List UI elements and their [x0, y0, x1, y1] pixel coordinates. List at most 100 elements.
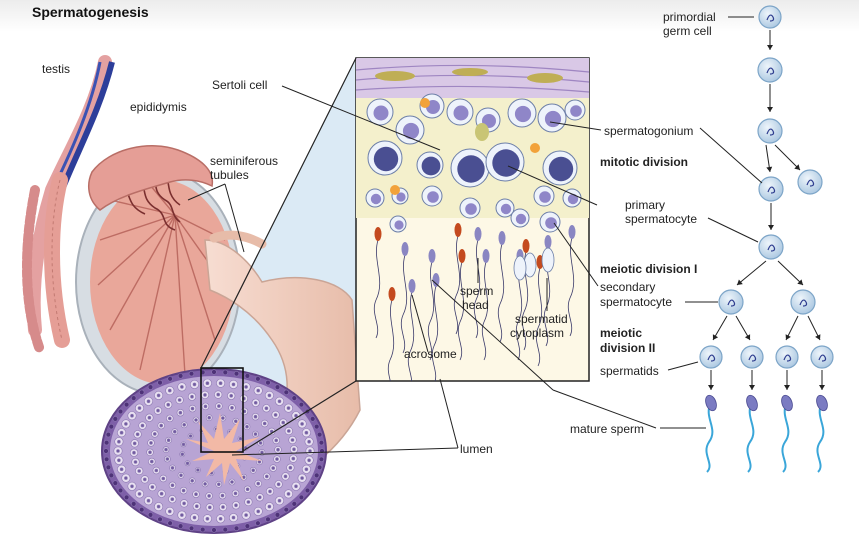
zoom-line-top	[200, 57, 357, 369]
box-cell-nucleus	[373, 146, 399, 172]
tubule-cell-nucleus	[117, 439, 121, 444]
tubule-basal-cell	[233, 371, 240, 377]
tubule-cell-nucleus	[117, 458, 121, 463]
tubule-cell-nucleus	[256, 509, 261, 514]
tubule-basal-cell	[139, 507, 145, 513]
tubule-cell-nucleus	[190, 394, 194, 399]
tubule-basal-cell	[188, 371, 195, 377]
flow-arrowhead	[712, 334, 719, 340]
tubule-cell-nucleus	[208, 505, 212, 510]
box-sperm-tail	[473, 239, 481, 339]
spermatogonium-cell-chromatin	[766, 67, 775, 75]
tubule-cell-nucleus	[304, 430, 309, 435]
flow-arrowhead	[815, 334, 821, 340]
tubule-cell-nucleus	[188, 434, 193, 438]
tubule-cell-nucleus	[153, 432, 157, 436]
box-cell-nucleus	[544, 110, 562, 128]
tubule-basal-cell	[157, 379, 163, 386]
tubule-cell-nucleus	[179, 473, 183, 478]
label-sertoli-cell: Sertoli cell	[212, 78, 268, 92]
tubule-cell-nucleus	[229, 393, 233, 398]
tubule-cell-nucleus	[203, 482, 207, 486]
flow-arrowhead	[784, 385, 790, 390]
tubule-cell-nucleus	[177, 398, 182, 402]
tubule-cell-nucleus	[291, 456, 296, 461]
secondary-spermatocyte-right-chromatin	[799, 299, 808, 307]
box-sperm-head	[458, 249, 466, 263]
tubule-cell-nucleus	[180, 385, 184, 389]
tubule-cell-nucleus	[267, 393, 272, 398]
box-spermatid-cytoplasm	[541, 247, 555, 273]
tubule-basal-cell	[123, 494, 130, 501]
tubule-cell-nucleus	[216, 392, 220, 397]
tubule-cell-nucleus	[218, 381, 223, 386]
label-spermatids: spermatids	[600, 364, 659, 378]
box-cell-nucleus	[514, 105, 532, 123]
tubule-cell-nucleus	[203, 404, 208, 409]
tubule-cell-nucleus	[196, 468, 200, 472]
tubule-basal-cell	[117, 487, 124, 494]
tubule-basal-cell	[255, 376, 261, 382]
tubule-cell-nucleus	[275, 457, 279, 461]
flow-arrow	[774, 144, 801, 171]
tubule-cell-nucleus	[273, 413, 278, 417]
tubule-cell-nucleus	[246, 500, 251, 504]
tubule-cell-nucleus	[244, 513, 248, 517]
box-granule	[390, 185, 400, 195]
tubule-cell-nucleus	[147, 415, 152, 420]
tubule-basal-cell	[147, 512, 154, 518]
box-sperm-head	[522, 239, 530, 253]
tubule-basal-cell	[283, 507, 289, 513]
label-division-2: division II	[600, 341, 656, 355]
tubule-cell-nucleus	[300, 476, 304, 480]
tubule-cell-nucleus	[146, 399, 151, 404]
tubule-cell-nucleus	[154, 468, 159, 473]
tubule-cell-nucleus	[140, 423, 145, 428]
tubule-cell-nucleus	[230, 405, 234, 410]
tubule-cell-nucleus	[262, 421, 267, 426]
tubule-cell-nucleus	[253, 400, 258, 405]
label-primordial: primordial	[663, 10, 716, 24]
tubule-cell-nucleus	[182, 501, 186, 506]
box-sperm-head	[388, 287, 396, 301]
tubule-cell-nucleus	[181, 442, 186, 447]
tubule-basal-cell	[103, 456, 110, 462]
tubule-cell-nucleus	[238, 436, 243, 441]
tubule-cell-nucleus	[192, 382, 197, 387]
tubule-basal-cell	[167, 520, 173, 526]
tubule-cell-nucleus	[182, 422, 186, 427]
box-sperm-head	[482, 249, 490, 263]
tubule-cell-nucleus	[268, 489, 272, 494]
tubule-cell-nucleus	[130, 484, 134, 489]
tubule-cell-nucleus	[173, 429, 177, 434]
tubule-cell-nucleus	[137, 406, 142, 410]
tubule-cell-nucleus	[256, 388, 261, 393]
tubule-cell-nucleus	[165, 457, 170, 461]
box-cell-nucleus	[457, 155, 485, 183]
box-sperm-tail	[427, 261, 435, 361]
tubule-cell-nucleus	[132, 450, 136, 455]
tubule-cell-nucleus	[194, 418, 198, 422]
tubule-cell-nucleus	[251, 468, 255, 473]
tubule-cell-nucleus	[143, 477, 147, 482]
tubule-basal-cell	[316, 431, 323, 438]
label-spermatogonium: spermatogonium	[604, 124, 694, 138]
tubule-cell-nucleus	[195, 504, 199, 509]
tubule-basal-cell	[298, 401, 305, 408]
tubule-cell-nucleus	[119, 467, 124, 472]
tubule-basal-cell	[244, 373, 251, 379]
tubule-cell-nucleus	[264, 406, 269, 411]
enlarged-view-content	[356, 58, 589, 381]
mature-sperm-head-3	[781, 394, 793, 412]
tubule-cell-nucleus	[181, 488, 186, 493]
tubule-cell-nucleus	[168, 509, 172, 514]
tubule-cell-nucleus	[277, 399, 282, 404]
tubule-cell-nucleus	[234, 419, 238, 424]
tubule-cell-nucleus	[294, 484, 298, 489]
label-meiotic: meiotic	[600, 326, 643, 340]
tubule-basal-cell	[167, 376, 173, 382]
tubule-cell-nucleus	[180, 513, 184, 517]
tubule-basal-cell	[123, 401, 130, 408]
tubule-cell-nucleus	[307, 439, 311, 444]
